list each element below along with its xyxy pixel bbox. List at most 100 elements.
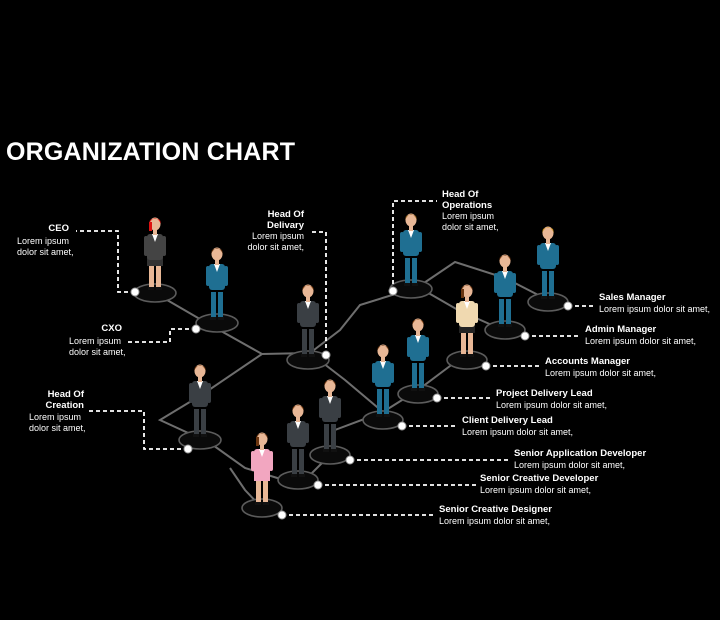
label-cxo: CXO (101, 323, 122, 335)
person-figure (407, 318, 429, 391)
label-desc: Lorem ipsum dolor sit amet, (496, 399, 608, 410)
person-figure (372, 344, 394, 417)
label-title: Senior Creative Designer (439, 504, 552, 515)
connector-dots (130, 286, 573, 520)
floor-ellipse (195, 313, 239, 333)
label-cxo-desc: Lorem ipsum dolor sit amet, (69, 336, 126, 357)
connector-dot (313, 480, 323, 490)
label-project-delivery-lead: Project Delivery Lead Lorem ipsum dolor … (496, 388, 608, 410)
person-figure (189, 364, 211, 437)
label-title-line: Head Of (442, 189, 479, 200)
desc-line: Lorem ipsum (69, 336, 122, 346)
label-senior-creative-designer: Senior Creative Designer Lorem ipsum dol… (439, 504, 552, 526)
connector-head-of-creation (86, 410, 188, 450)
label-ceo-title: CEO (48, 223, 69, 234)
connector-dot (563, 301, 573, 311)
person-figure (494, 254, 516, 327)
floor-ellipse (309, 445, 351, 465)
people-figures (144, 213, 559, 505)
hierarchy-line (157, 353, 263, 444)
connector-dot (388, 286, 398, 296)
label-sales-manager: Sales Manager Lorem ipsum dolor sit amet… (599, 292, 711, 314)
label-desc: Lorem ipsum dolor sit amet, (585, 335, 697, 346)
connector-dot (520, 331, 530, 341)
label-cxo-title: CXO (101, 323, 122, 334)
desc-line: Lorem ipsum (29, 412, 82, 422)
connector-dot (345, 455, 355, 465)
floor-ellipse (178, 430, 222, 450)
label-title: Senior Application Developer (514, 448, 647, 459)
floor-ellipse (446, 350, 488, 370)
label-head-of-creation: Head Of Creation (45, 389, 84, 411)
connector-dot (432, 393, 442, 403)
label-head-of-delivary: Head Of Delivary Lorem ipsum dolor sit a… (247, 209, 304, 252)
label-title-line: Delivary (267, 219, 304, 231)
label-admin-manager: Admin Manager Lorem ipsum dolor sit amet… (585, 324, 697, 346)
label-desc: Lorem ipsum dolor sit amet, (514, 459, 626, 470)
connector-dot (481, 361, 491, 371)
person-figure (319, 379, 341, 452)
floor-ellipse (397, 384, 439, 404)
person-figure (251, 432, 273, 505)
label-title: Project Delivery Lead (496, 388, 593, 399)
desc-line: Lorem ipsum (442, 211, 495, 221)
label-head-of-operations: Head Of Operations Lorem ipsum dolor sit… (442, 189, 499, 232)
connector-dot (277, 510, 287, 520)
label-title-line: Operations (442, 199, 493, 211)
person-figure (206, 247, 228, 320)
label-ceo-desc: Lorem ipsum dolor sit amet, (17, 236, 74, 257)
connector-dot (183, 444, 193, 454)
desc-line: Lorem ipsum (251, 231, 304, 241)
label-accounts-manager: Accounts Manager Lorem ipsum dolor sit a… (545, 356, 657, 378)
floor-ellipse (241, 498, 283, 518)
hierarchy-line (417, 260, 549, 301)
label-senior-application-developer: Senior Application Developer Lorem ipsum… (514, 448, 647, 470)
label-title: Admin Manager (585, 324, 657, 335)
label-title: Senior Creative Developer (480, 473, 599, 484)
label-title: Sales Manager (599, 292, 666, 303)
label-desc: Lorem ipsum dolor sit amet, (439, 515, 551, 526)
connector-dot (191, 324, 201, 334)
label-title: Accounts Manager (545, 356, 630, 367)
connector-dot (397, 421, 407, 431)
hierarchy-line (154, 292, 311, 356)
label-title-line: Head Of (267, 209, 304, 220)
person-figure (297, 284, 319, 357)
floor-ellipse (133, 283, 177, 303)
desc-line: Lorem ipsum (17, 236, 70, 246)
person-figure (400, 213, 422, 286)
label-title-line: Creation (45, 399, 84, 411)
person-figure (456, 284, 478, 357)
label-desc: Lorem ipsum dolor sit amet, (480, 484, 592, 495)
floor-ellipse (277, 470, 319, 490)
label-desc: Lorem ipsum dolor sit amet, (545, 367, 657, 378)
person-figure (287, 404, 309, 477)
desc-line: dolor sit amet, (247, 241, 304, 252)
floor-ellipses (133, 279, 569, 518)
label-connectors (76, 200, 596, 516)
label-desc: Lorem ipsum dolor sit amet, (599, 303, 711, 314)
connector-cxo (125, 328, 196, 343)
connector-dot (130, 287, 140, 297)
desc-line: dolor sit amet, (29, 422, 86, 433)
label-senior-creative-developer: Senior Creative Developer Lorem ipsum do… (480, 473, 599, 495)
floor-ellipse (527, 292, 569, 312)
floor-ellipse (484, 320, 526, 340)
floor-ellipse (286, 350, 330, 370)
label-desc: Lorem ipsum dolor sit amet, (462, 426, 574, 437)
label-ceo: CEO (48, 223, 69, 235)
connector-head-of-operations (392, 200, 437, 291)
desc-line: dolor sit amet, (69, 346, 126, 357)
desc-line: dolor sit amet, (442, 221, 499, 232)
label-head-of-creation-desc: Lorem ipsum dolor sit amet, (29, 412, 86, 433)
label-title: Client Delivery Lead (462, 415, 553, 426)
connector-ceo (76, 230, 135, 293)
person-figure (537, 226, 559, 299)
desc-line: dolor sit amet, (17, 246, 74, 257)
person-figure (144, 217, 166, 290)
connector-dot (321, 350, 331, 360)
connector-head-of-delivary (312, 231, 327, 355)
label-title-line: Head Of (47, 389, 84, 400)
